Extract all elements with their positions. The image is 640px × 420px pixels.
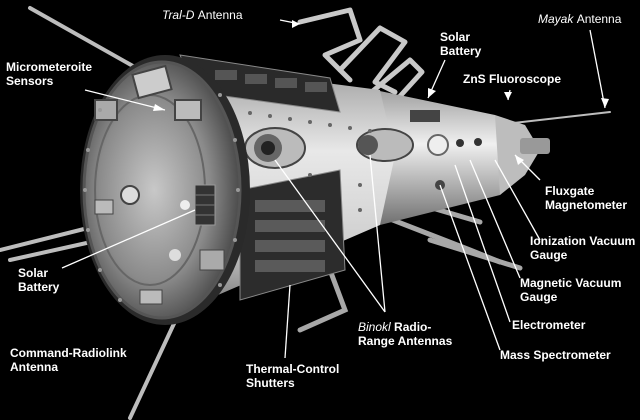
front-face [80, 55, 250, 325]
upper-left-antenna [28, 6, 142, 72]
solar-battery-top-label: Solar Battery [440, 30, 481, 58]
tral-d-antenna [297, 7, 425, 108]
leader-lines [61, 19, 606, 359]
binokl-line2: Range Antennas [358, 334, 453, 348]
magnetic-line2: Gauge [520, 290, 558, 304]
tral-d-antenna-label: Tral-D Antenna [162, 8, 243, 22]
mayak-antenna-label: Mayak Antenna [538, 12, 621, 26]
ionization-line2: Gauge [530, 248, 568, 262]
solar-battery-top-line1: Solar [440, 30, 471, 44]
leader-binokl [274, 154, 386, 313]
leader-mayak [589, 29, 606, 109]
solar-battery-left-line1: Solar [18, 266, 49, 280]
command-radiolink-antenna-label: Command-Radiolink Antenna [10, 346, 127, 374]
leader-electrometer [454, 164, 511, 323]
binokl-line1: Binokl Radio- [358, 320, 452, 334]
tral-d-name: Tral-D [162, 8, 195, 22]
micrometeroite-line2: Sensors [6, 74, 54, 88]
thermal-line1: Thermal-Control [246, 362, 340, 376]
mayak-name: Mayak [538, 12, 574, 26]
leader-ionization [494, 159, 541, 241]
tral-d-rest: Antenna [197, 8, 243, 22]
leader-thermal [284, 284, 291, 359]
ionization-vacuum-gauge-label: Ionization Vacuum Gauge [530, 234, 635, 262]
fluxgate-line1: Fluxgate [545, 184, 595, 198]
micrometeroite-line1: Micrometeroite [6, 60, 93, 74]
command-line1: Command-Radiolink [10, 346, 127, 360]
leader-micrometeoroite [84, 89, 166, 111]
ionization-line1: Ionization Vacuum [530, 234, 636, 248]
leader-mass-spec [439, 184, 501, 351]
command-line2: Antenna [10, 360, 58, 374]
binokl-radio-range-antennas-label: Binokl Radio- Range Antennas [358, 320, 452, 348]
zns-fluoroscope-label: ZnS Fluoroscope [463, 72, 562, 86]
magnetic-line1: Magnetic Vacuum [520, 276, 622, 290]
mass-spectrometer-label: Mass Spectrometer [500, 348, 611, 362]
thermal-line2: Shutters [246, 376, 295, 390]
leader-solar-left [61, 209, 196, 269]
mayak-rest: Antenna [576, 12, 622, 26]
nose-section [375, 90, 550, 225]
binokl-rest1: Radio- [394, 320, 432, 334]
thermal-control-shutters-label: Thermal-Control Shutters [246, 362, 339, 390]
left-antenna [0, 223, 102, 252]
binokl-name: Binokl [358, 320, 391, 334]
solar-battery-top-line2: Battery [440, 44, 482, 58]
leader-magnetic [469, 159, 521, 279]
fluxgate-magnetometer-label: Fluxgate Magnetometer [545, 184, 627, 212]
electrometer-label: Electrometer [512, 318, 586, 332]
solar-battery-left-line2: Battery [18, 280, 60, 294]
solar-battery-left-label: Solar Battery [18, 266, 59, 294]
magnetic-vacuum-gauge-label: Magnetic Vacuum Gauge [520, 276, 621, 304]
micrometeroite-sensors-label: Micrometeroite Sensors [6, 60, 92, 88]
fluxgate-line2: Magnetometer [545, 198, 628, 212]
